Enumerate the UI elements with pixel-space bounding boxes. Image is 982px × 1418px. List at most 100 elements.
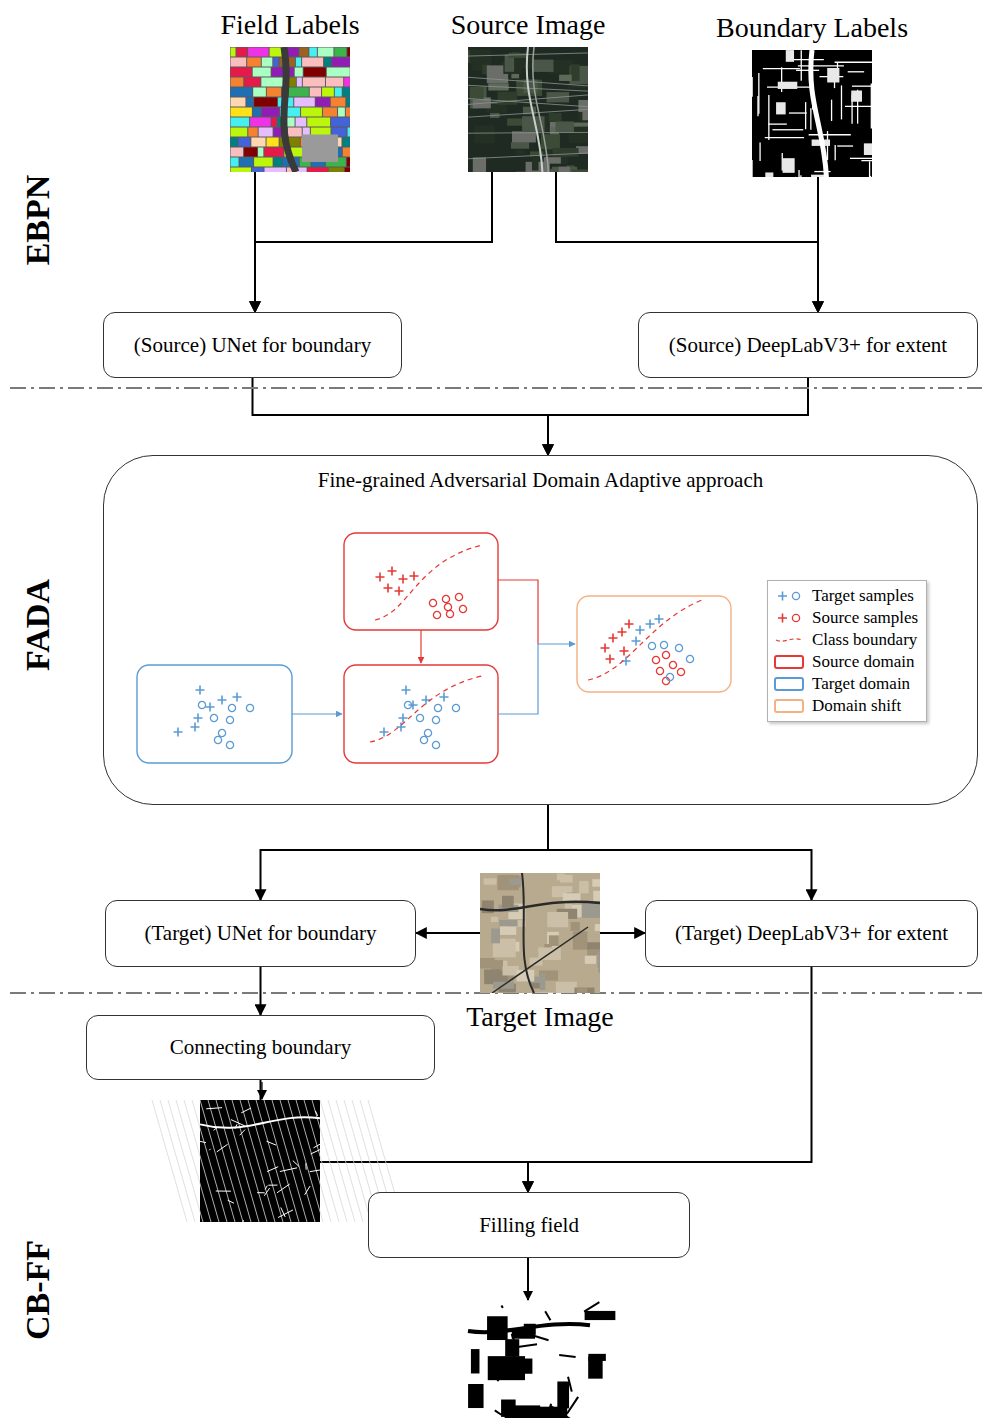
- image-heading: Boundary Labels: [716, 12, 908, 44]
- text-wrap: Connecting boundary: [170, 1035, 351, 1060]
- legend-row: Source samples: [774, 607, 918, 629]
- rect-shape: [310, 88, 321, 97]
- use-shape: [424, 729, 431, 736]
- flow-arrow: [253, 378, 549, 455]
- rect-shape: [487, 1316, 508, 1340]
- rect-shape: [786, 50, 794, 62]
- path-shape: [328, 1100, 363, 1222]
- path-shape: [752, 160, 753, 177]
- text-wrap: (Source) UNet for boundary: [134, 333, 371, 358]
- path-shape: [492, 927, 588, 993]
- legend-swatch: [774, 655, 804, 669]
- rect-shape: [516, 150, 524, 155]
- use-shape: [648, 642, 655, 649]
- path-shape: [200, 1117, 320, 1128]
- image-picture: [752, 50, 872, 177]
- rect-shape: [585, 956, 596, 964]
- image-picture: [230, 47, 350, 172]
- legend-row: Domain shift: [774, 695, 918, 717]
- path-shape: [231, 1120, 245, 1126]
- path-shape: [845, 106, 872, 107]
- rect-shape: [556, 122, 574, 133]
- use-shape: [191, 723, 200, 732]
- legend-label: Class boundary: [812, 630, 917, 650]
- rect-shape: [324, 58, 331, 67]
- path-shape: [160, 1100, 195, 1222]
- rect-shape: [240, 158, 254, 167]
- path-shape: [168, 1100, 203, 1222]
- path-shape: [871, 83, 872, 128]
- rect-shape: [533, 60, 554, 72]
- legend-label: Target samples: [812, 586, 914, 606]
- legend-symbol: [774, 588, 804, 604]
- rect-shape: [347, 48, 350, 57]
- rect-shape: [593, 891, 600, 902]
- image-node: Boundary Labels: [752, 50, 872, 177]
- path-shape: [798, 170, 799, 177]
- rect-shape: [864, 143, 872, 155]
- rect-shape: [765, 172, 773, 177]
- rect-shape: [295, 68, 303, 77]
- rect-shape: [267, 138, 279, 147]
- path-shape: [810, 108, 811, 129]
- rect-shape: [137, 665, 292, 763]
- image-content: [468, 47, 588, 172]
- path-shape: [791, 59, 823, 60]
- use-shape: [652, 656, 659, 663]
- rect-shape: [345, 168, 350, 173]
- rect-shape: [499, 920, 517, 926]
- path-shape: [512, 1334, 519, 1352]
- box-label: Connecting boundary: [170, 1035, 351, 1060]
- rect-shape: [303, 78, 325, 87]
- circle-shape: [792, 614, 799, 621]
- rect-shape: [597, 952, 600, 968]
- use-shape: [196, 686, 205, 695]
- image-node: Target Image: [480, 873, 600, 993]
- rect-shape: [535, 992, 553, 993]
- path-shape: [370, 676, 482, 742]
- rect-shape: [556, 982, 577, 993]
- path-shape: [248, 1100, 283, 1222]
- legend-label: Target domain: [812, 674, 910, 694]
- use-shape: [660, 641, 667, 648]
- use-shape: [410, 572, 419, 581]
- path-shape: [420, 630, 421, 663]
- rect-shape: [329, 168, 344, 173]
- legend-row: Source domain: [774, 651, 918, 673]
- path-shape: [293, 1161, 299, 1167]
- rect-shape: [304, 68, 326, 77]
- rect-shape: [327, 68, 350, 77]
- text-wrap: (Target) DeepLabV3+ for extent: [675, 921, 948, 946]
- path-shape: [805, 102, 806, 129]
- path-shape: [265, 1186, 267, 1190]
- use-shape: [226, 716, 233, 723]
- rect-shape: [778, 82, 798, 89]
- rect-shape: [231, 158, 239, 167]
- rect-shape: [577, 988, 587, 993]
- path-shape: [498, 644, 575, 714]
- boundary-result-image: [152, 1100, 403, 1229]
- rect-shape: [231, 138, 238, 147]
- path-shape: [268, 1185, 277, 1186]
- path-shape: [861, 160, 872, 161]
- path-shape: [811, 50, 827, 177]
- rect-shape: [299, 48, 308, 57]
- path-shape: [336, 1100, 371, 1222]
- path-shape: [841, 85, 842, 119]
- rect-shape: [471, 1349, 480, 1373]
- rect-shape: [560, 875, 573, 883]
- text-wrap: (Source) DeepLabV3+ for extent: [669, 333, 947, 358]
- rect-shape: [254, 158, 273, 167]
- path-shape: [870, 176, 871, 177]
- rect-shape: [326, 78, 343, 87]
- rect-shape: [231, 168, 251, 173]
- separator-line: [10, 387, 982, 389]
- use-shape: [446, 610, 453, 617]
- field-result-image: [468, 1302, 615, 1418]
- use-shape: [609, 634, 618, 643]
- rect-shape: [587, 942, 600, 949]
- rect-shape: [244, 78, 260, 87]
- path-shape: [176, 1100, 211, 1222]
- image-node: Source Image: [468, 47, 588, 172]
